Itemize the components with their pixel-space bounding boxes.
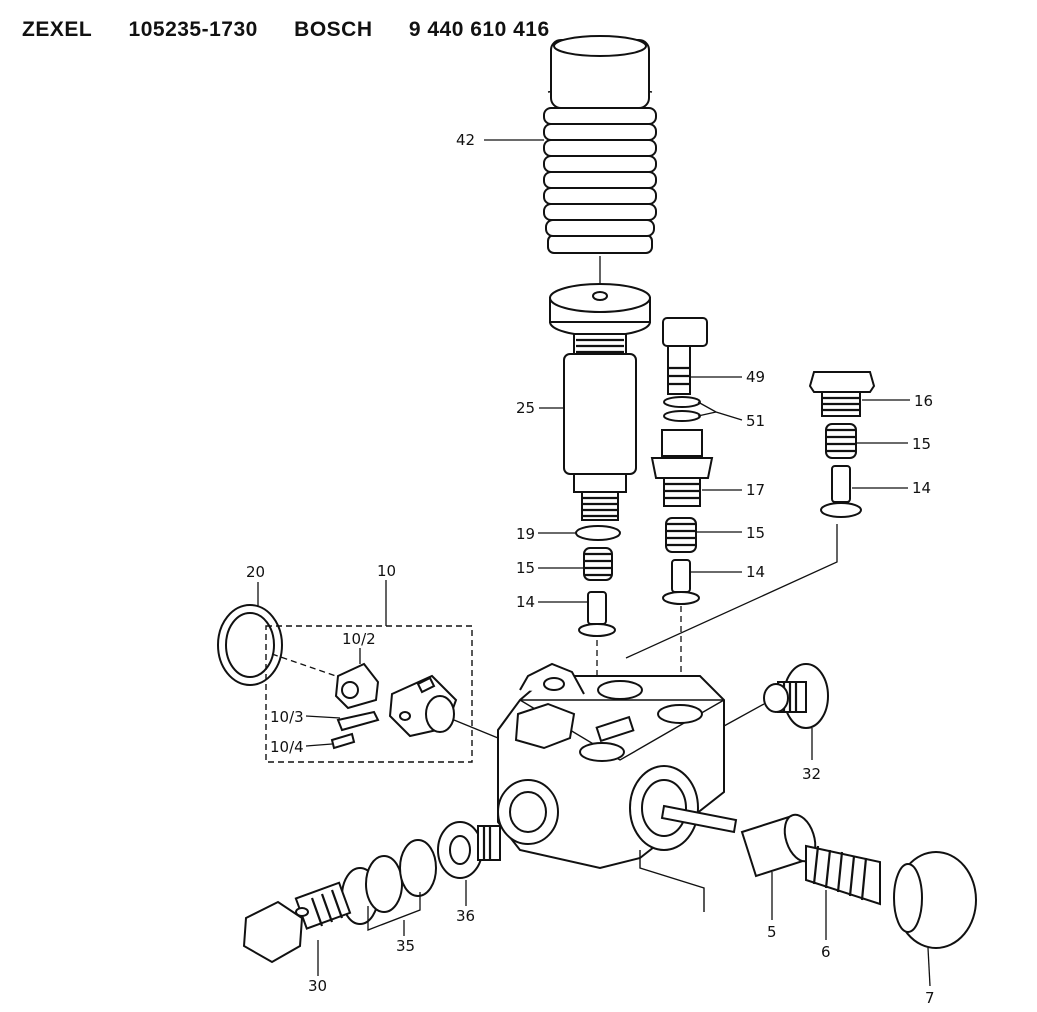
label-15-right: 15 xyxy=(912,435,931,453)
label-14-right: 14 xyxy=(912,479,931,497)
part-35-washers xyxy=(341,839,437,925)
part-14-valve-right xyxy=(820,465,862,518)
label-10: 10 xyxy=(377,562,396,580)
label-14-left: 14 xyxy=(516,593,535,611)
part-15-spring-middle xyxy=(665,517,697,553)
bellows-rings xyxy=(543,107,657,237)
part-10-4-pin xyxy=(330,732,356,750)
part-number-zexel: 105235-1730 xyxy=(128,18,258,41)
label-30: 30 xyxy=(308,977,327,995)
part-17-fitting xyxy=(650,429,714,507)
brand-bosch: BOSCH xyxy=(294,18,373,41)
label-25: 25 xyxy=(516,399,535,417)
label-36: 36 xyxy=(456,907,475,925)
diagram-header: ZEXEL 105235-1730 BOSCH 9 440 610 416 xyxy=(22,18,580,42)
label-15-left: 15 xyxy=(516,559,535,577)
part-51-washers xyxy=(663,396,701,422)
part-6-spring xyxy=(805,844,881,906)
label-19: 19 xyxy=(516,525,535,543)
part-10-assembly-box xyxy=(265,625,473,763)
leader-lines xyxy=(257,139,931,987)
part-20-circlip xyxy=(217,604,283,686)
part-42-bellows xyxy=(543,35,657,254)
label-17: 17 xyxy=(746,481,765,499)
part-49-bolt xyxy=(662,317,708,395)
part-14-valve-middle xyxy=(662,559,700,605)
label-20: 20 xyxy=(246,563,265,581)
part-15-spring-left xyxy=(583,547,613,581)
label-6: 6 xyxy=(821,943,831,961)
label-35: 35 xyxy=(396,937,415,955)
label-15-middle: 15 xyxy=(746,524,765,542)
label-10-2: 10/2 xyxy=(342,630,376,648)
part-19-oring xyxy=(575,525,621,541)
part-7-cap xyxy=(893,851,977,949)
part-10-2-bushing xyxy=(334,662,380,710)
label-14-middle: 14 xyxy=(746,563,765,581)
part-10-piston xyxy=(388,674,458,738)
label-16: 16 xyxy=(914,392,933,410)
part-10-3-pin xyxy=(336,710,380,732)
part-36-nut xyxy=(437,821,501,879)
label-51: 51 xyxy=(746,412,765,430)
label-10-3: 10/3 xyxy=(270,708,304,726)
label-32: 32 xyxy=(802,765,821,783)
brand-zexel: ZEXEL xyxy=(22,18,93,41)
label-49: 49 xyxy=(746,368,765,386)
part-15-spring-right xyxy=(825,423,857,459)
part-25-hand-primer xyxy=(549,283,651,521)
label-42: 42 xyxy=(456,131,475,149)
part-16-hex-plug xyxy=(808,371,876,417)
part-labels: 42 25 49 51 16 15 14 17 15 14 19 15 14 2… xyxy=(246,131,935,1007)
label-5: 5 xyxy=(767,923,777,941)
label-10-4: 10/4 xyxy=(270,738,304,756)
part-number-bosch: 9 440 610 416 xyxy=(408,18,550,41)
label-7: 7 xyxy=(925,989,935,1007)
pump-housing xyxy=(497,662,725,912)
part-32-plug xyxy=(763,663,829,729)
part-14-valve-left xyxy=(578,591,616,637)
part-30-banjo-bolt xyxy=(242,881,352,964)
